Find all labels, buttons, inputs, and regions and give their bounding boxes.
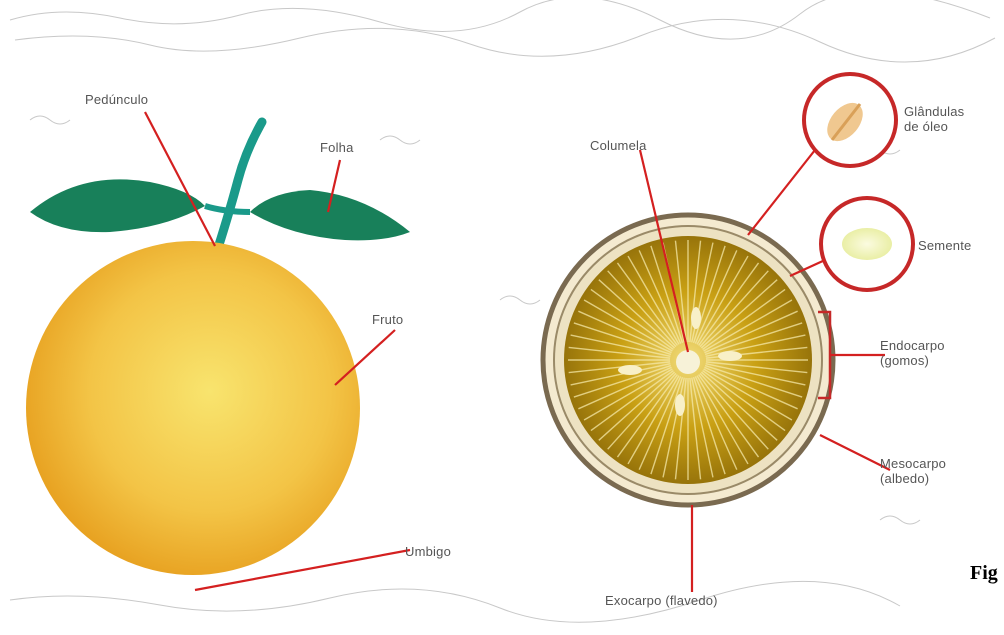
pointer-glandula (748, 150, 815, 235)
seed-mark-1 (618, 365, 642, 375)
stem-shape (218, 122, 262, 248)
left-leaf-shape (30, 179, 205, 232)
seed-mark-4 (691, 307, 701, 329)
label-exocarpo: Exocarpo (flavedo) (605, 593, 718, 608)
seed-detail (821, 198, 913, 290)
label-columela: Columela (590, 138, 647, 153)
figure-caption: Fig (970, 562, 998, 585)
orange-cross-section (543, 215, 833, 505)
right-leaf-shape (250, 190, 410, 240)
label-endocarpo: Endocarpo(gomos) (880, 338, 945, 368)
whole-orange-group (26, 122, 410, 575)
seed-mark-3 (675, 394, 685, 416)
pointer-pedunculo (145, 112, 215, 246)
label-mesocarpo: Mesocarpo(albedo) (880, 456, 946, 486)
orange-fruit-shape (26, 241, 360, 575)
label-folha: Folha (320, 140, 354, 155)
label-pedunculo: Pedúnculo (85, 92, 148, 107)
label-semente: Semente (918, 238, 971, 253)
label-fruto: Fruto (372, 312, 403, 327)
columella-core (676, 350, 700, 374)
oil-gland-detail (804, 74, 896, 166)
label-umbigo: Umbigo (405, 544, 451, 559)
seed-mark-2 (718, 351, 742, 361)
